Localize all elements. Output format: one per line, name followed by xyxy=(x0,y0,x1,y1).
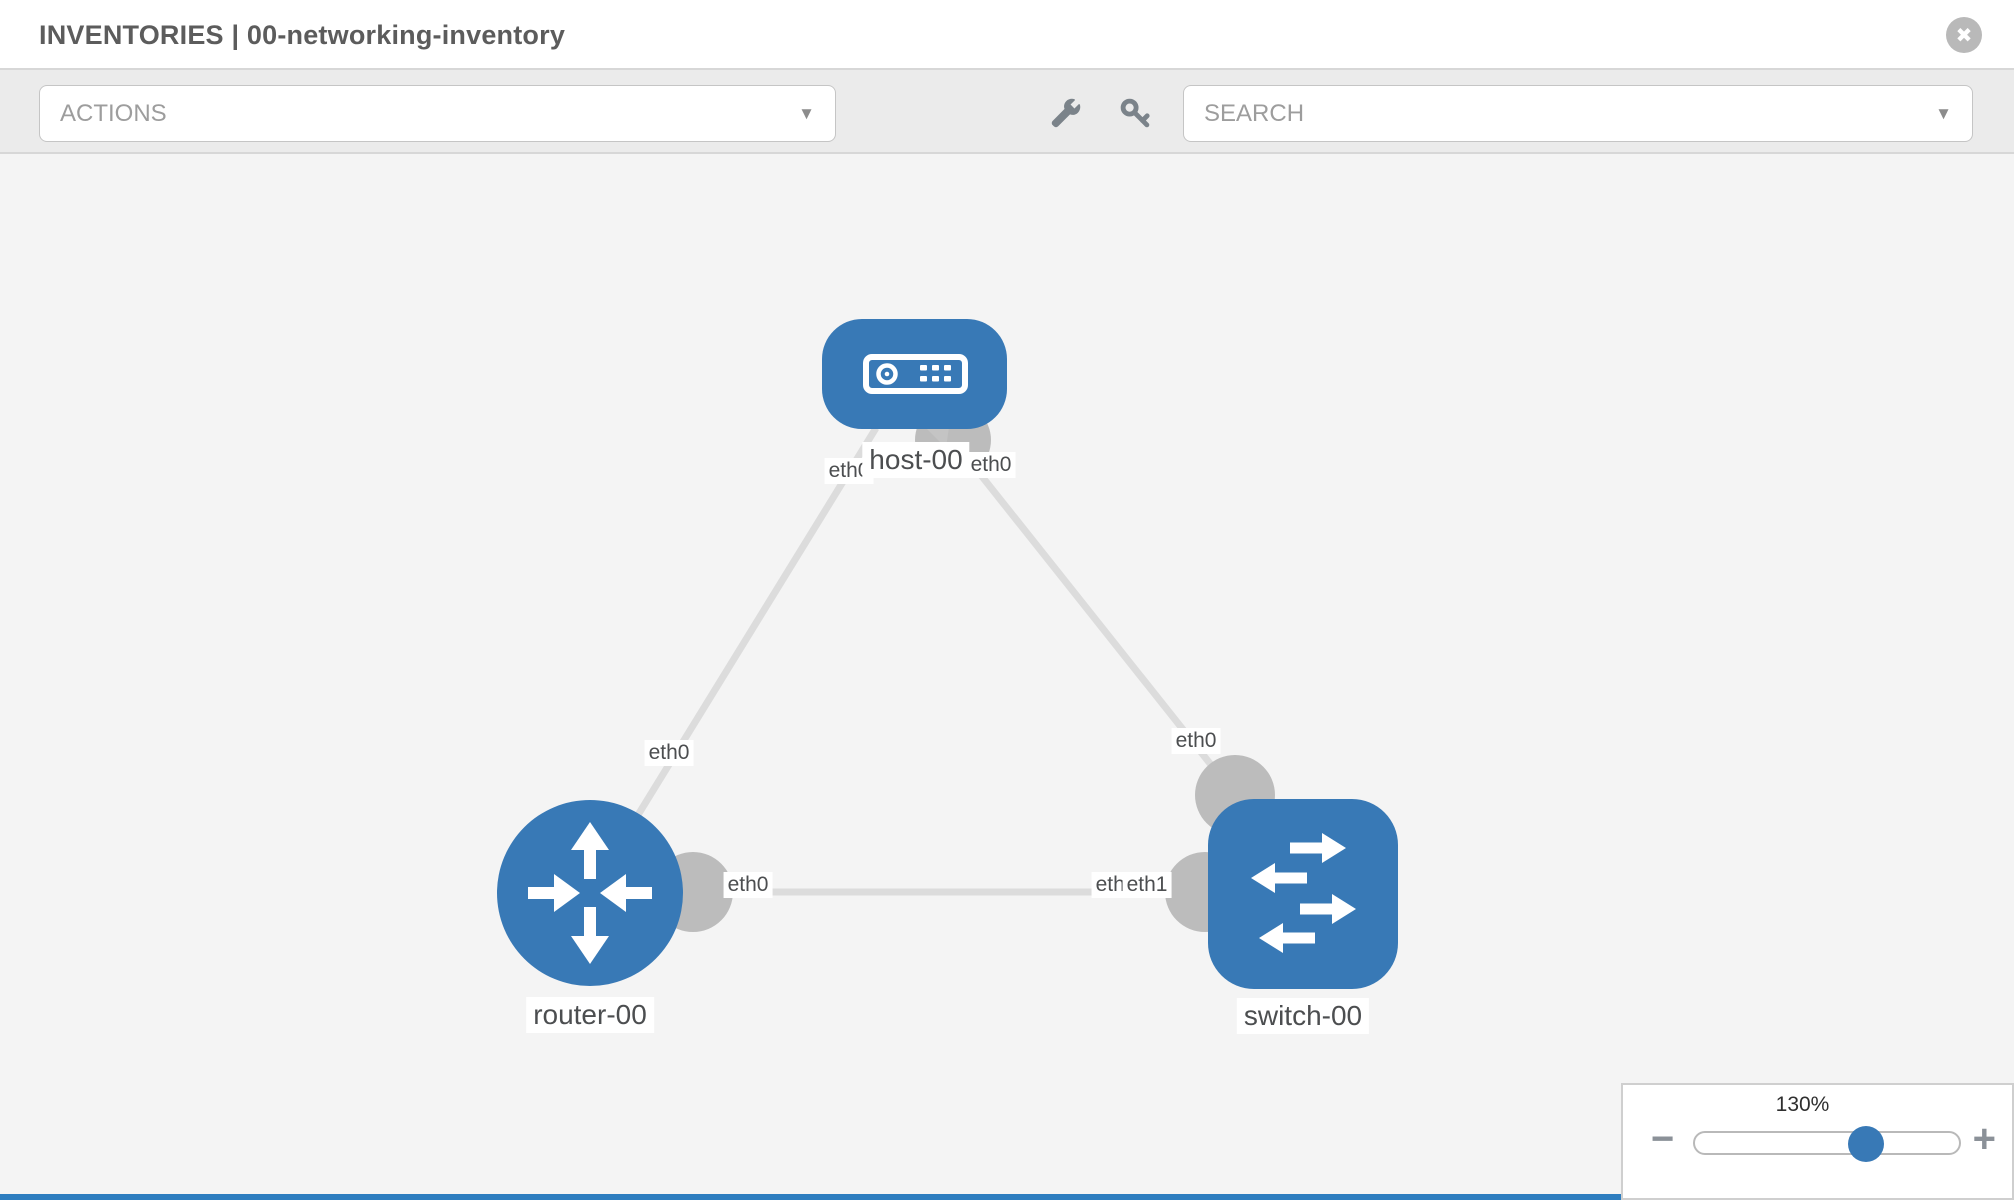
zoom-panel: 130% − + xyxy=(1621,1083,2014,1200)
caret-down-icon: ▼ xyxy=(798,103,815,123)
search-dropdown[interactable]: SEARCH ▼ xyxy=(1183,85,1973,142)
node-label-switch-00: switch-00 xyxy=(1236,998,1370,1035)
port-label-eth0: eth0 xyxy=(644,740,694,767)
router-icon xyxy=(528,822,652,964)
server-icon xyxy=(863,354,968,394)
zoom-level: 130% xyxy=(1775,1093,1830,1116)
node-label-host-00: host-00 xyxy=(862,442,970,479)
header: INVENTORIES | 00-networking-inventory ✖ xyxy=(0,0,2014,70)
node-router-00[interactable] xyxy=(497,800,683,986)
topology-canvas[interactable]: eth0 eth0 eth0 eth0 eth0 eth1 eth1 host-… xyxy=(0,156,2014,1200)
zoom-out-button[interactable]: − xyxy=(1651,1117,1675,1161)
toolbar: ACTIONS ▼ SEARCH ▼ xyxy=(0,70,2014,154)
search-dropdown-label: SEARCH xyxy=(1204,99,1305,127)
actions-dropdown[interactable]: ACTIONS ▼ xyxy=(39,85,836,142)
key-icon[interactable] xyxy=(1118,96,1152,130)
interface-circles xyxy=(653,402,1275,932)
node-label-router-00: router-00 xyxy=(526,997,654,1034)
caret-down-icon: ▼ xyxy=(1935,103,1952,123)
zoom-slider-thumb[interactable] xyxy=(1848,1126,1884,1162)
node-host-00[interactable] xyxy=(822,319,1007,429)
actions-dropdown-label: ACTIONS xyxy=(60,99,167,127)
wrench-icon[interactable] xyxy=(1049,96,1083,130)
close-icon[interactable]: ✖ xyxy=(1946,17,1982,53)
zoom-in-button[interactable]: + xyxy=(1972,1117,1996,1161)
switch-icon xyxy=(1251,833,1356,953)
topology-svg xyxy=(497,319,1398,989)
node-switch-00[interactable] xyxy=(1208,799,1398,989)
port-label-eth0: eth0 xyxy=(966,452,1016,479)
port-label-eth0: eth0 xyxy=(723,872,773,899)
port-label-eth0: eth0 xyxy=(1171,728,1221,755)
links xyxy=(587,426,1252,896)
page-title: INVENTORIES | 00-networking-inventory xyxy=(39,20,566,50)
zoom-slider-track[interactable] xyxy=(1693,1126,1961,1162)
port-label-eth1-front: eth1 xyxy=(1122,872,1172,899)
bottom-accent-bar xyxy=(0,1194,1621,1200)
